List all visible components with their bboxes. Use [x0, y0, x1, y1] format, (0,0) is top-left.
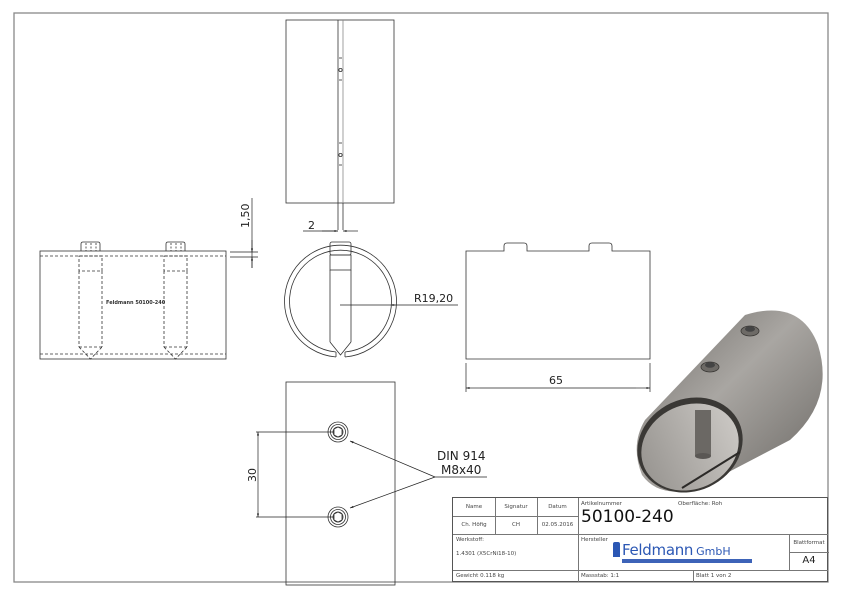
- article-section: Artikelnummer 50100-240 Oberfläche: Roh: [578, 498, 828, 534]
- top-view: [285, 19, 395, 230]
- format-label: Blattformat: [793, 540, 825, 546]
- logo-suffix: GmbH: [696, 545, 731, 558]
- isometric-render: [636, 310, 823, 493]
- front-view: [284, 241, 397, 358]
- logo-figure-icon: [613, 542, 620, 557]
- dim-wall-offset-label: 1,50: [239, 204, 252, 229]
- material-label: Werkstoff:: [456, 537, 484, 543]
- dim-slot-width-label: 2: [308, 219, 315, 232]
- sheet-border: [13, 12, 829, 583]
- header-signature: Signatur: [504, 504, 528, 510]
- part-engraving-label: Feldmann 50100-240: [106, 300, 166, 306]
- logo-tagline-bar: [622, 559, 752, 563]
- side-view-right: [465, 242, 651, 360]
- header-name: Name: [465, 504, 483, 510]
- surface-finish: Oberfläche: Roh: [678, 501, 723, 507]
- bottom-view: [285, 381, 396, 586]
- value-date: 02.05.2016: [541, 522, 574, 528]
- scale: Massstab: 1:1: [581, 573, 620, 579]
- value-name: Ch. Höfig: [461, 522, 487, 528]
- sheet-number: Blatt 1 von 2: [696, 573, 732, 579]
- format-value: A4: [802, 555, 816, 566]
- header-date: Datum: [548, 504, 567, 510]
- manufacturer-label: Hersteller: [581, 537, 608, 543]
- dim-length-label: 65: [549, 374, 563, 387]
- material-value: 1.4301 (X5CrNi18-10): [456, 551, 517, 557]
- dim-hole-spacing-label: 30: [246, 468, 259, 482]
- manufacturer-logo: Feldmann GmbH: [613, 541, 731, 559]
- dimension-wall-offset: [230, 198, 258, 268]
- weight: Gewicht 0.118 kg: [456, 573, 505, 579]
- article-label: Artikelnummer: [581, 501, 622, 507]
- screw-spec-line1: DIN 914: [437, 449, 485, 463]
- dimension-hole-spacing: [256, 431, 334, 518]
- leader-screw-callout: [349, 440, 487, 509]
- logo-text: Feldmann: [622, 541, 694, 559]
- side-view-left: [39, 241, 227, 360]
- screw-spec-line2: M8x40: [441, 463, 481, 477]
- dimension-length: [465, 363, 651, 392]
- title-block: Name Signatur Datum Ch. Höfig CH 02.05.2…: [452, 497, 829, 582]
- dim-radius-label: R19,20: [414, 292, 453, 305]
- value-signature: CH: [512, 522, 520, 528]
- article-number: 50100-240: [581, 507, 674, 527]
